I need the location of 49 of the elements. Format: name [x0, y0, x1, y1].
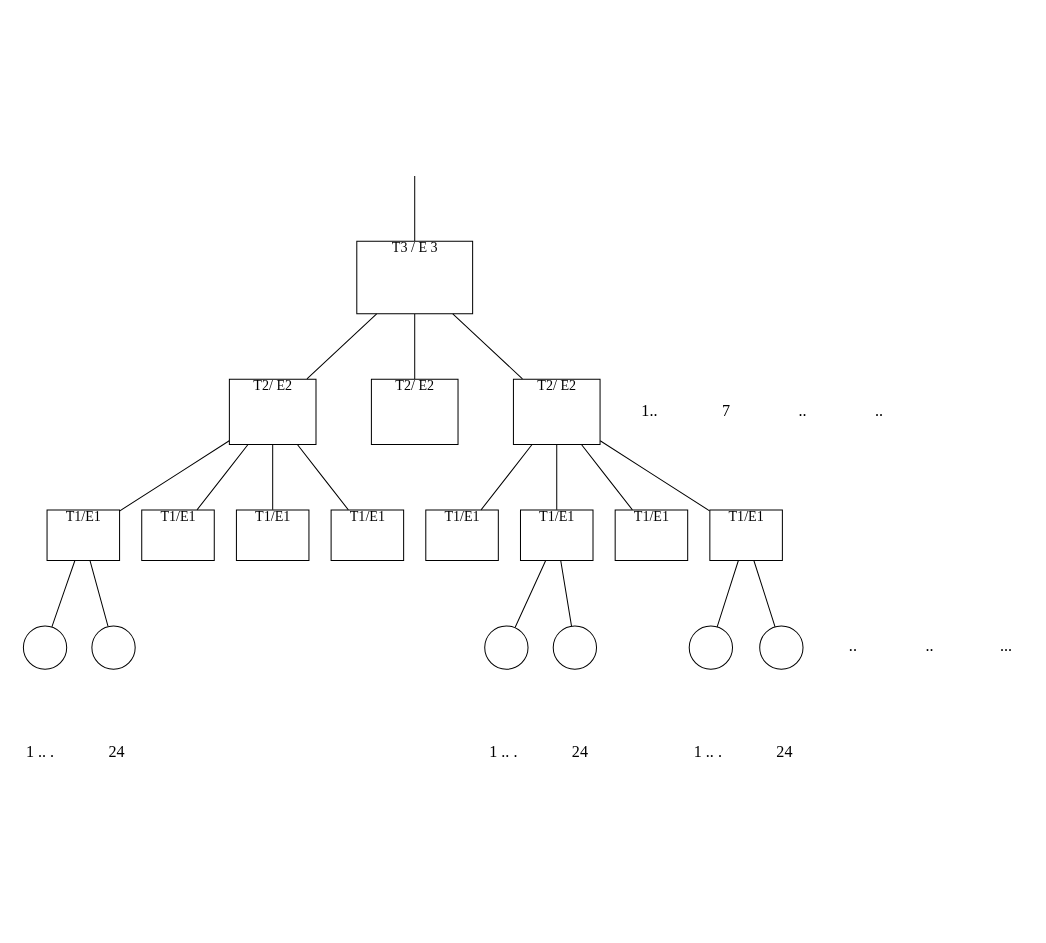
- node-box: T1/E1: [46, 509, 121, 561]
- connector: [514, 559, 547, 629]
- connector: [480, 444, 533, 511]
- node-box: T1/E1: [614, 509, 689, 561]
- connector: [414, 313, 416, 380]
- node-circle: [484, 625, 529, 670]
- connector: [306, 313, 378, 380]
- connector: [716, 559, 739, 628]
- node-box: T1/E1: [709, 509, 783, 561]
- label: ..: [925, 637, 934, 655]
- node-circle: [91, 625, 136, 670]
- label: ..: [875, 401, 884, 419]
- connector: [272, 444, 274, 511]
- connector: [89, 559, 109, 627]
- connector: [581, 444, 633, 511]
- connector: [119, 440, 230, 512]
- connector: [196, 444, 249, 511]
- connector: [599, 440, 711, 512]
- node-box: T1/E1: [141, 509, 215, 561]
- label: ..: [798, 401, 807, 419]
- node-box: T2/ E2: [370, 378, 459, 446]
- label: 24: [776, 742, 793, 760]
- connector: [51, 559, 76, 628]
- connector: [560, 559, 572, 627]
- label: 1 .. .: [25, 742, 55, 760]
- node-circle: [759, 625, 804, 670]
- node-circle: [22, 625, 68, 670]
- label: 7: [721, 401, 730, 419]
- node-box: T3 / E 3: [356, 240, 474, 315]
- node-box: T1/E1: [425, 509, 499, 561]
- label: ..: [848, 637, 857, 655]
- label: 1 .. .: [489, 742, 518, 760]
- node-box: T2/ E2: [228, 378, 317, 446]
- connector: [414, 175, 416, 242]
- node-circle: [688, 625, 734, 670]
- label: ...: [999, 637, 1013, 655]
- node-circle: [552, 625, 598, 670]
- connector: [452, 313, 523, 380]
- node-box: T1/E1: [519, 509, 594, 561]
- label: 24: [571, 742, 588, 760]
- node-box: T1/E1: [330, 509, 405, 561]
- connector: [297, 444, 349, 511]
- node-box: T1/E1: [235, 509, 310, 561]
- node-box: T2/ E2: [512, 378, 601, 446]
- label: 1..: [641, 401, 658, 419]
- label: 24: [108, 742, 125, 760]
- connector: [556, 444, 558, 511]
- label: 1 .. .: [693, 742, 722, 760]
- connector: [753, 559, 776, 628]
